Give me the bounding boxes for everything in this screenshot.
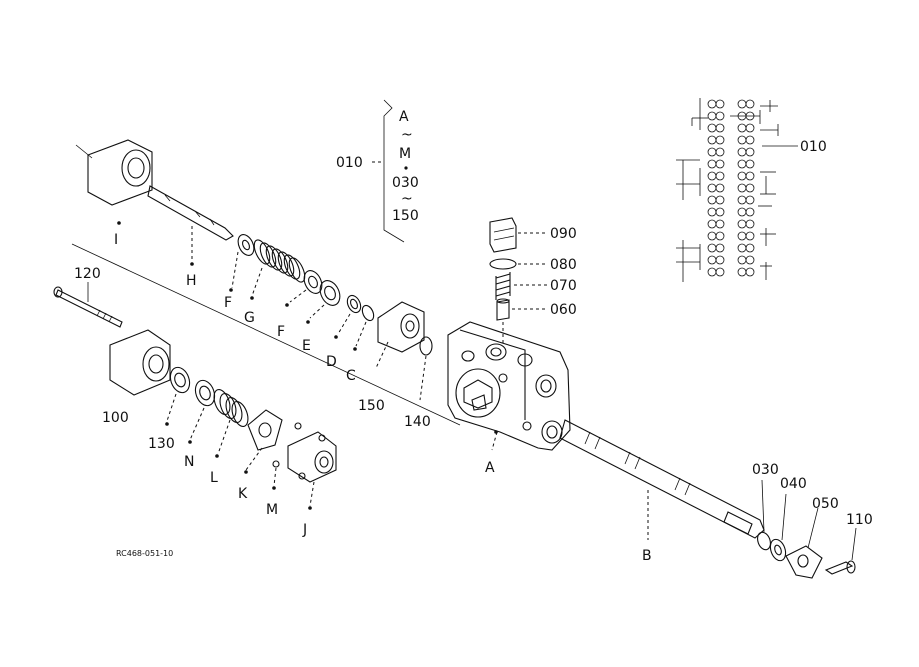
labels-body: A B 030 040 050 110 [485, 430, 873, 564]
label-J: J [302, 522, 307, 538]
part-J-cover[interactable] [287, 431, 337, 483]
divider-line [71, 243, 461, 426]
inset-stack-schematic: 010 [676, 98, 827, 282]
label-C: C [346, 368, 356, 384]
inset-label-010: 010 [800, 139, 827, 155]
label-B: B [642, 548, 652, 564]
part-C-oring[interactable] [360, 304, 376, 323]
range-A: A [399, 109, 409, 125]
part-A-valve-body[interactable] [447, 321, 571, 451]
range-tilde-2: ~ [401, 191, 413, 207]
part-D-ring[interactable] [345, 293, 363, 314]
part-150-cap[interactable] [377, 301, 425, 353]
part-I-cylinder[interactable] [75, 139, 153, 206]
label-E: E [302, 338, 311, 354]
part-100-cylinder[interactable] [109, 329, 171, 396]
callout-010-range: 010 A ~ M 030 ~ 150 [336, 99, 419, 243]
part-140-oring[interactable] [419, 336, 433, 356]
range-M: M [399, 146, 411, 162]
part-130-ring[interactable] [167, 365, 193, 396]
part-050-plate[interactable] [785, 545, 823, 579]
part-120-bolt[interactable] [53, 286, 123, 328]
range-150: 150 [392, 208, 419, 224]
label-120: 120 [74, 266, 101, 282]
part-M-small-parts[interactable] [272, 422, 326, 480]
label-080: 080 [550, 257, 577, 273]
label-K: K [238, 486, 248, 502]
part-K-plate[interactable] [247, 409, 283, 451]
part-H-spool[interactable] [147, 185, 234, 241]
part-060-poppet[interactable] [496, 298, 510, 321]
label-070: 070 [550, 278, 577, 294]
label-050: 050 [812, 496, 839, 512]
label-L: L [210, 470, 218, 486]
part-070-spring[interactable] [495, 272, 511, 300]
labels-lower-left: 120 100 130 N L K M J [74, 266, 315, 538]
label-F-right: F [277, 324, 285, 340]
part-110-bolt[interactable] [824, 560, 856, 575]
label-140: 140 [404, 414, 431, 430]
label-090: 090 [550, 226, 577, 242]
part-040-washer[interactable] [768, 537, 789, 562]
label-150: 150 [358, 398, 385, 414]
part-080-oring[interactable] [489, 258, 517, 270]
label-D: D [326, 354, 337, 370]
callouts-relief: 090 080 070 060 [512, 226, 577, 318]
part-N-seat[interactable] [192, 378, 218, 409]
part-F-washer-1[interactable] [235, 232, 257, 258]
label-110: 110 [846, 512, 873, 528]
label-A: A [485, 460, 495, 476]
drawing-code: RC468-051-10 [116, 549, 173, 558]
label-010: 010 [336, 155, 363, 171]
part-030-oring[interactable] [755, 530, 772, 551]
range-tilde-1: ~ [401, 127, 413, 143]
labels-upper-left: I H F G F E D C 150 140 [114, 221, 431, 430]
part-F-washer-2[interactable] [301, 268, 326, 297]
label-M: M [266, 502, 278, 518]
range-030: 030 [392, 175, 419, 191]
label-130: 130 [148, 436, 175, 452]
part-L-spring[interactable] [211, 387, 251, 428]
part-E-seat[interactable] [316, 277, 343, 308]
label-I: I [114, 232, 118, 248]
label-F-left: F [224, 295, 232, 311]
part-G-spring[interactable] [251, 238, 308, 285]
label-G: G [244, 310, 255, 326]
label-100: 100 [102, 410, 129, 426]
part-090-plug[interactable] [489, 217, 517, 253]
label-030: 030 [752, 462, 779, 478]
label-H: H [186, 273, 197, 289]
label-040: 040 [780, 476, 807, 492]
part-B-spool[interactable] [559, 419, 765, 539]
label-060: 060 [550, 302, 577, 318]
label-N: N [184, 454, 194, 470]
